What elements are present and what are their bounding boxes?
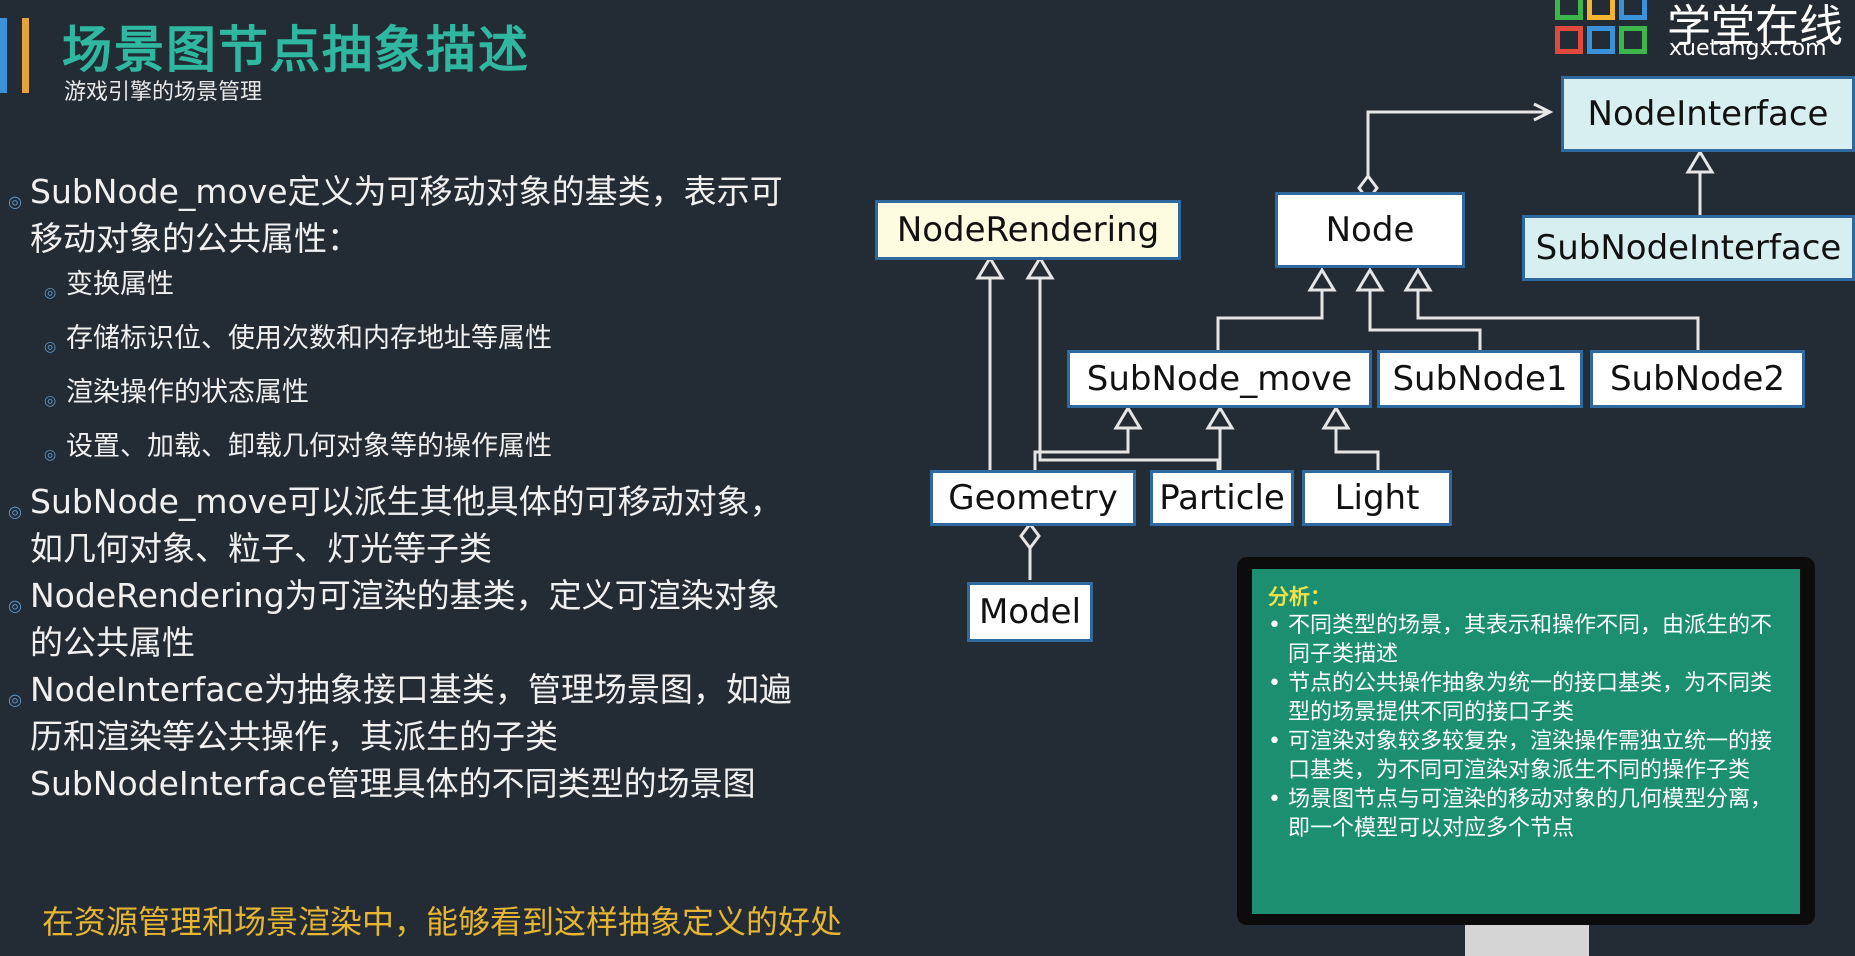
bullet-icon: ◎ bbox=[8, 690, 22, 709]
model-box: Model bbox=[967, 582, 1093, 642]
analysis-title: 分析： bbox=[1268, 585, 1331, 609]
analysis-item: •不同类型的场景，其表示和操作不同，由派生的不同子类描述 bbox=[1268, 613, 1773, 667]
node-rendering-box: NodeRendering bbox=[875, 200, 1181, 260]
bullet-item: ◎ SubNode_move可以派生其他具体的可移动对象，如几何对象、粒子、灯光… bbox=[8, 478, 820, 572]
analysis-item: •节点的公共操作抽象为统一的接口基类，为不同类型的场景提供不同的接口子类 bbox=[1268, 671, 1773, 725]
sub-bullet-item: ◎ 变换属性 bbox=[44, 262, 820, 316]
bullet-icon: ◎ bbox=[8, 192, 22, 211]
geometry-box: Geometry bbox=[930, 470, 1136, 526]
sub-node2-box: SubNode2 bbox=[1590, 350, 1805, 408]
bullet-item: ◎ NodeRendering为可渲染的基类，定义可渲染对象的公共属性 bbox=[8, 572, 820, 666]
light-box: Light bbox=[1302, 470, 1452, 526]
bullet-icon: ◎ bbox=[44, 339, 57, 355]
particle-box: Particle bbox=[1150, 470, 1294, 526]
highlight-note: 在资源管理和场景渲染中，能够看到这样抽象定义的好处 bbox=[42, 903, 843, 941]
monitor-stand bbox=[1465, 925, 1589, 956]
bullet-icon: ◎ bbox=[8, 596, 22, 615]
page-title: 场景图节点抽象描述 bbox=[62, 21, 530, 79]
analysis-item: •可渲染对象较多较复杂，渲染操作需独立统一的接口基类，为不同可渲染对象派生不同的… bbox=[1268, 729, 1773, 783]
bullet-icon: ◎ bbox=[44, 447, 57, 463]
sub-node-move-box: SubNode_move bbox=[1067, 350, 1372, 408]
page-subtitle: 游戏引擎的场景管理 bbox=[64, 80, 263, 105]
sub-node-interface-box: SubNodeInterface bbox=[1522, 215, 1855, 281]
sub-bullet-item: ◎ 渲染操作的状态属性 bbox=[44, 370, 820, 424]
sub-bullet-item: ◎ 存储标识位、使用次数和内存地址等属性 bbox=[44, 316, 820, 370]
bullet-item: ◎ SubNode_move定义为可移动对象的基类，表示可移动对象的公共属性： bbox=[8, 168, 820, 262]
sub-bullet-item: ◎ 设置、加载、卸载几何对象等的操作属性 bbox=[44, 424, 820, 478]
logo-icon bbox=[1555, 0, 1647, 70]
bullet-item: ◎ NodeInterface为抽象接口基类，管理场景图，如遍历和渲染等公共操作… bbox=[8, 666, 820, 807]
node-interface-box: NodeInterface bbox=[1561, 76, 1855, 152]
bullet-icon: ◎ bbox=[44, 285, 57, 301]
node-box: Node bbox=[1275, 192, 1465, 268]
title-accent-bars bbox=[0, 18, 40, 98]
xuetangx-logo: 学堂在线 xuetangx.com bbox=[1555, 0, 1855, 72]
bullet-list: ◎ SubNode_move定义为可移动对象的基类，表示可移动对象的公共属性： … bbox=[0, 168, 820, 807]
bullet-icon: ◎ bbox=[44, 393, 57, 409]
analysis-panel: 分析： •不同类型的场景，其表示和操作不同，由派生的不同子类描述 •节点的公共操… bbox=[1252, 569, 1800, 914]
logo-en-text: xuetangx.com bbox=[1669, 36, 1827, 61]
bullet-icon: ◎ bbox=[8, 502, 22, 521]
analysis-item: •场景图节点与可渲染的移动对象的几何模型分离，即一个模型可以对应多个节点 bbox=[1268, 787, 1773, 841]
logo-cn-text: 学堂在线 bbox=[1667, 1, 1843, 52]
sub-node1-box: SubNode1 bbox=[1377, 350, 1583, 408]
